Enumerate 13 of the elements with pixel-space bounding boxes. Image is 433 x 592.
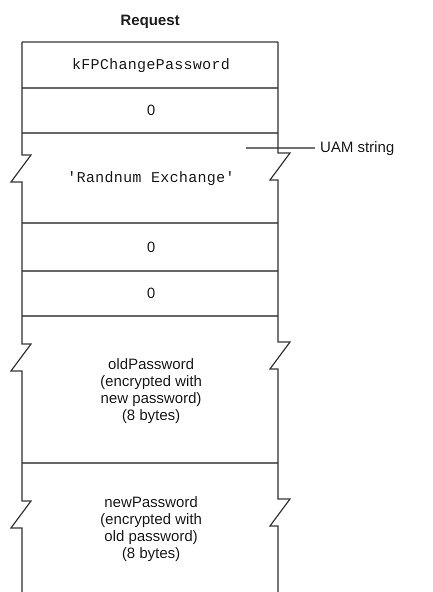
packet-field (10, 463, 292, 592)
field-label: 'Randnum Exchange' (67, 170, 235, 186)
field-label: kFPChangePassword (72, 56, 230, 74)
field-label: 0 (146, 285, 156, 302)
diagram-title: Request (119, 12, 181, 29)
packet-field (10, 316, 292, 463)
field-label: newPassword (encrypted with old password) (8 bytes) (99, 494, 203, 562)
leader-line (246, 147, 315, 149)
packet-field (10, 133, 292, 223)
field-label: 0 (146, 102, 156, 119)
callout-label: UAM string (320, 138, 394, 158)
field-label: 0 (146, 238, 156, 256)
field-label: oldPassword (encrypted with new password) (8 bytes) (99, 356, 203, 424)
